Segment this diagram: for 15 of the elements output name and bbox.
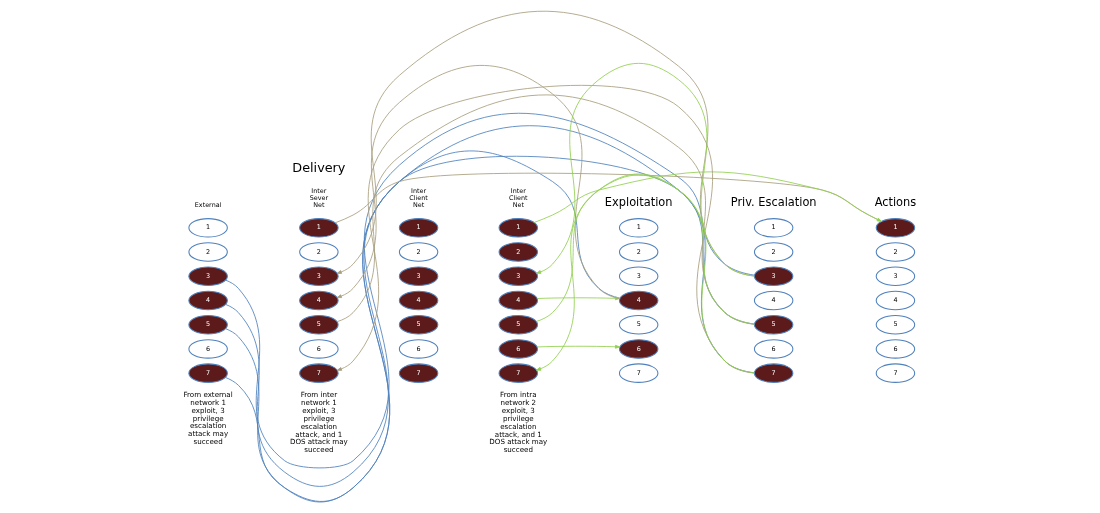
connector — [336, 94, 755, 325]
label: Exploitation — [604, 194, 673, 209]
label: Delivery — [292, 159, 346, 175]
arrow — [536, 344, 621, 349]
arrow — [336, 10, 755, 277]
label: Actions — [874, 194, 917, 209]
label: From intra network 2 exploit, 3 privilege escalation attack, and 1 DOS attack may succeed — [489, 390, 548, 455]
arrow — [336, 85, 755, 374]
arrow — [533, 171, 882, 223]
label: Priv. Escalation — [730, 194, 817, 209]
label: From external network 1 exploit, 3 privilege escalation attack may succeed — [183, 390, 233, 447]
arrow — [536, 62, 755, 277]
connector — [536, 174, 755, 325]
arrow — [536, 173, 755, 374]
label: From inter network 1 exploit, 3 privilege escalation attack, and 1 DOS attack may succeed — [289, 390, 348, 455]
